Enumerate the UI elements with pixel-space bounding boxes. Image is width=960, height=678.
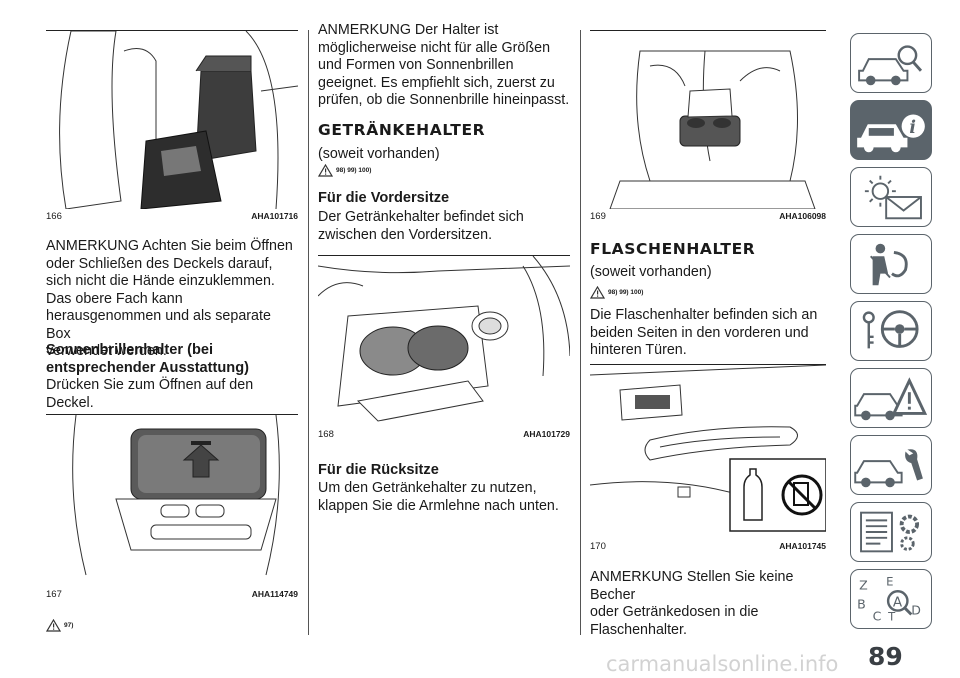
svg-text:C: C — [873, 608, 882, 623]
page-number: 89 — [868, 642, 903, 671]
tab-warning-lights[interactable] — [850, 167, 932, 227]
figure-168-caption: 168 AHA101729 — [318, 429, 570, 440]
subheading-front-seats: Für die Vordersitze — [318, 190, 450, 206]
note-paragraph: ANMERKUNG Der Halter ist möglicherweise … — [318, 22, 570, 108]
figure-number: 166 — [46, 211, 62, 222]
figure-code: AHA106098 — [779, 211, 826, 221]
subheading-rear-seats: Für die Rücksitze — [318, 462, 439, 478]
warning-reference: 98) 99) 100) — [318, 164, 371, 177]
svg-text:B: B — [857, 597, 866, 612]
svg-text:A: A — [893, 595, 903, 611]
car-breakdown-warning-icon — [854, 377, 928, 421]
column-divider — [580, 30, 581, 635]
tab-emergency[interactable] — [850, 368, 932, 428]
warning-triangle-icon — [46, 619, 61, 632]
car-info-icon: i — [857, 114, 925, 153]
figure-167-sunglasses-holder — [46, 414, 298, 585]
subheading-sunglasses-holder: Sonnenbrillenhalter (bei entsprechender … — [46, 342, 249, 376]
figure-168-front-cupholder — [318, 255, 570, 424]
warning-lights-message-icon — [864, 175, 922, 220]
svg-text:Z: Z — [859, 577, 868, 592]
svg-text:i: i — [909, 118, 916, 138]
tab-service-maintenance[interactable] — [850, 435, 932, 495]
specs-gear-list-icon — [860, 511, 920, 553]
paragraph: Um den Getränkehalter zu nutzen, klappen… — [318, 480, 559, 514]
tab-technical-data[interactable] — [850, 502, 932, 562]
figure-code: AHA101716 — [251, 211, 298, 221]
figure-169-caption: 169 AHA106098 — [590, 211, 826, 222]
column-divider — [308, 30, 309, 635]
warning-triangle-icon — [318, 164, 333, 177]
figure-number: 167 — [46, 589, 62, 600]
steering-wheel-key-icon — [862, 310, 919, 349]
figure-166-caption: 166 AHA101716 — [46, 211, 298, 222]
note-paragraph: ANMERKUNG Achten Sie beim Öffnen oder Sc… — [46, 238, 293, 359]
paragraph: Der Getränkehalter befindet sich zwische… — [318, 209, 524, 243]
figure-170-caption: 170 AHA101745 — [590, 541, 826, 552]
svg-text:E: E — [886, 574, 893, 588]
car-search-icon — [858, 45, 923, 86]
section-heading-cupholder: GETRÄNKEHALTER — [318, 121, 486, 139]
car-service-wrench-icon — [854, 449, 923, 488]
svg-text:D: D — [911, 602, 921, 617]
paragraph: Drücken Sie zum Öffnen auf den Deckel. — [46, 377, 254, 411]
figure-code: AHA101745 — [779, 541, 826, 551]
warning-reference-text: 98) 99) 100) — [608, 289, 644, 296]
section-heading-bottle-holder: FLASCHENHALTER — [590, 240, 756, 258]
watermark: carmanualsonline.info — [606, 652, 839, 676]
availability-note: (soweit vorhanden) — [318, 146, 440, 162]
warning-reference: 98) 99) 100) — [590, 286, 643, 299]
figure-167-caption: 167 AHA114749 — [46, 589, 298, 600]
warning-reference-text: 98) 99) 100) — [336, 167, 372, 174]
figure-170-door-bottle-holder — [590, 364, 826, 535]
warning-triangle-icon — [590, 286, 605, 299]
figure-number: 168 — [318, 429, 334, 440]
figure-number: 169 — [590, 211, 606, 222]
figure-166-console-box — [46, 30, 298, 209]
figure-code: AHA101729 — [523, 429, 570, 439]
availability-note: (soweit vorhanden) — [590, 264, 712, 280]
figure-code: AHA114749 — [251, 589, 298, 599]
paragraph: Die Flaschenhalter befinden sich an beid… — [590, 307, 818, 358]
airbag-person-icon — [869, 243, 908, 286]
tab-airbag-safety[interactable] — [850, 234, 932, 294]
tab-car-info[interactable]: i — [850, 100, 932, 160]
warning-reference-text: 97) — [64, 622, 74, 629]
figure-169-rear-armrest-cupholder — [590, 30, 826, 209]
warning-reference: 97) — [46, 619, 73, 632]
note-paragraph: ANMERKUNG Stellen Sie keine Becher oder … — [590, 569, 794, 638]
tab-car-search[interactable] — [850, 33, 932, 93]
svg-text:T: T — [887, 609, 896, 623]
tab-starting-driving[interactable] — [850, 301, 932, 361]
figure-number: 170 — [590, 541, 606, 552]
